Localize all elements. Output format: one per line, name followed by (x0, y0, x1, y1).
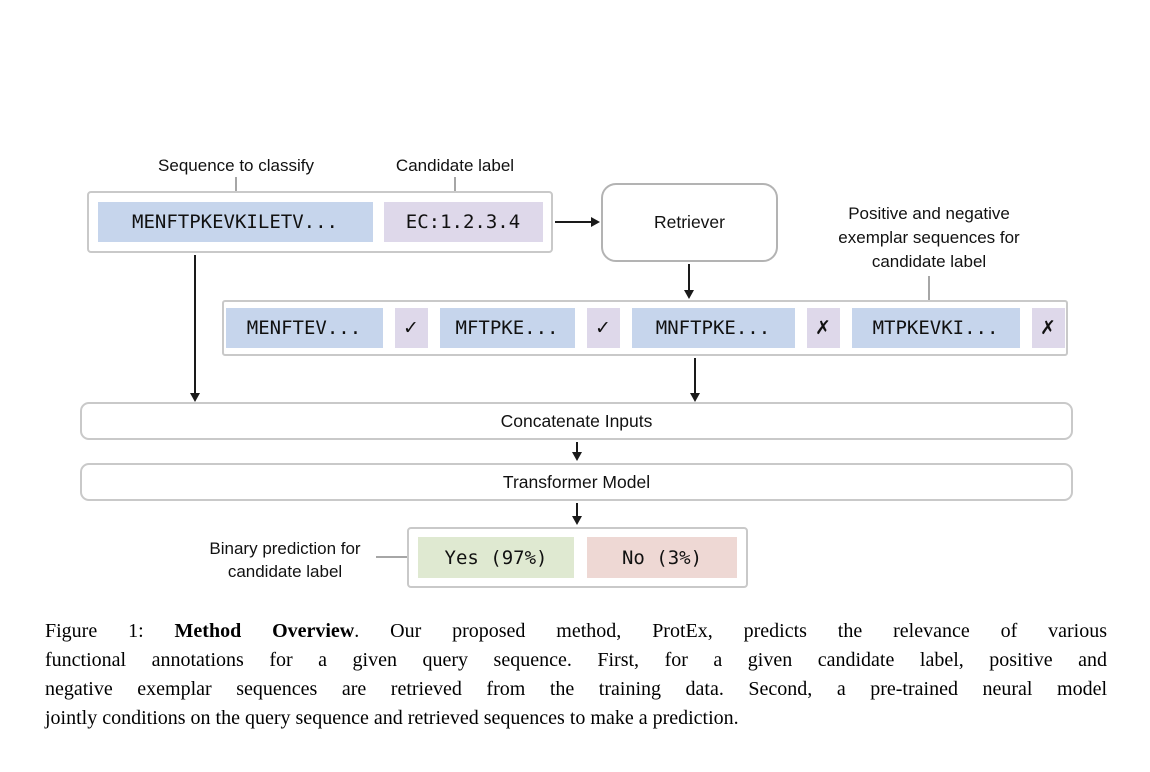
exemplar-container: MENFTEV... ✓ MFTPKE... ✓ MNFTPKE... ✗ MT… (222, 300, 1068, 356)
candidate-label-label: Candidate label (395, 156, 515, 175)
exemplar-annotation-line1: Positive and negative (848, 204, 1010, 223)
prediction-container: Yes (97%) No (3%) (407, 527, 748, 588)
concatenate-to-transformer-arrowhead-icon (572, 452, 582, 461)
caption-line2: functional annotations for a given query… (45, 649, 1107, 671)
exemplar-sequence-chip: MNFTPKE... (631, 308, 795, 348)
exemplar-sequence-chip: MENFTEV... (225, 308, 383, 348)
exemplars-to-concatenate-line (694, 358, 696, 394)
retriever-to-exemplars-arrowhead-icon (684, 290, 694, 299)
yes-prediction-chip: Yes (97%) (418, 537, 574, 578)
query-input-container: MENFTPKEVKILETV... EC:1.2.3.4 (87, 191, 553, 253)
caption-line1-suffix: , predicts the relevance of various (707, 620, 1108, 642)
query-to-retriever-line (555, 221, 592, 223)
exemplar-annotation-tick (928, 276, 930, 300)
query-sequence-chip: MENFTPKEVKILETV... (97, 202, 373, 242)
query-to-concatenate-arrowhead-icon (190, 393, 200, 402)
caption-line1: Figure 1: Method Overview. Our proposed … (45, 617, 1107, 646)
query-to-concatenate-line (194, 255, 196, 394)
exemplar-annotation: Positive and negative exemplar sequences… (793, 202, 1065, 274)
concatenate-to-transformer-line (576, 442, 578, 453)
caption-figure-number: Figure 1: (45, 620, 175, 642)
sequence-label-tick (235, 177, 237, 191)
sequence-to-classify-label: Sequence to classify (158, 156, 314, 175)
exemplar-check-icon: ✓ (394, 308, 428, 348)
exemplar-check-icon: ✓ (586, 308, 620, 348)
caption-mid: . Our proposed method, (354, 620, 653, 642)
candidate-label-chip: EC:1.2.3.4 (383, 202, 543, 242)
exemplar-annotation-line2: exemplar sequences for (838, 228, 1020, 247)
caption-method-name: ProtEx (652, 620, 708, 642)
exemplar-cross-icon: ✗ (1031, 308, 1065, 348)
retriever-box: Retriever (601, 183, 778, 262)
binary-prediction-label-line2: candidate label (227, 562, 343, 581)
figure-caption: Figure 1: Method Overview. Our proposed … (45, 617, 1107, 733)
binary-prediction-label: Binary prediction for candidate label (170, 537, 400, 583)
caption-line4: jointly conditions on the query sequence… (45, 707, 739, 729)
exemplar-sequence-chip: MTPKEVKI... (851, 308, 1020, 348)
transformer-to-prediction-line (576, 503, 578, 517)
query-to-retriever-arrowhead-icon (591, 217, 600, 227)
binary-prediction-label-line1: Binary prediction for (209, 539, 361, 558)
exemplar-cross-icon: ✗ (806, 308, 840, 348)
exemplar-sequence-chip: MFTPKE... (439, 308, 575, 348)
candidate-label-tick (454, 177, 456, 191)
binary-prediction-tick (376, 556, 407, 558)
transformer-to-prediction-arrowhead-icon (572, 516, 582, 525)
exemplar-annotation-line3: candidate label (871, 252, 987, 271)
caption-bold-title: Method Overview (174, 620, 355, 642)
concatenate-inputs-box: Concatenate Inputs (80, 402, 1073, 440)
exemplars-to-concatenate-arrowhead-icon (690, 393, 700, 402)
no-prediction-chip: No (3%) (587, 537, 737, 578)
retriever-to-exemplars-line (688, 264, 690, 291)
caption-line3: negative exemplar sequences are retrieve… (45, 678, 1107, 700)
transformer-model-box: Transformer Model (80, 463, 1073, 501)
